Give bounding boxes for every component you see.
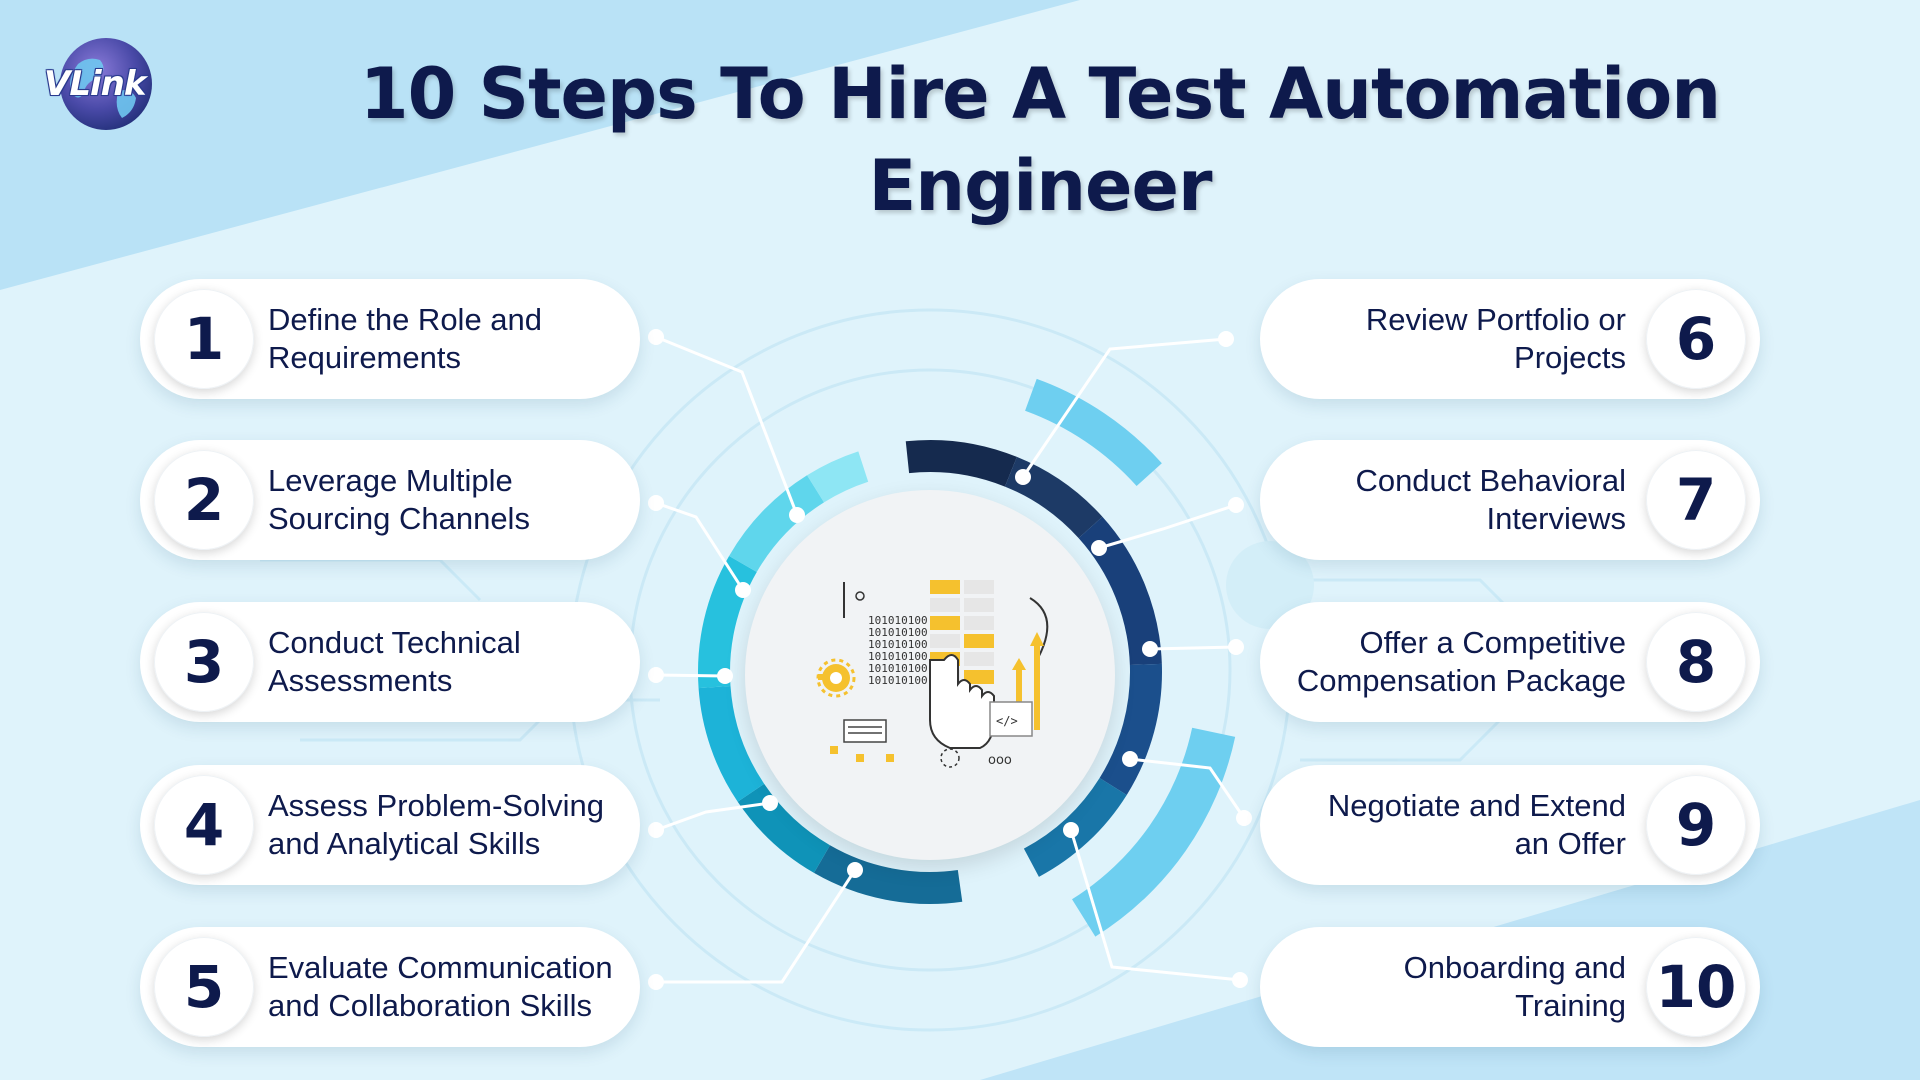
dots-icon: ooo [988,753,1012,768]
step-label-3: Conduct Technical Assessments [268,625,521,698]
loading-icon [940,748,960,768]
binary-code: 101010100 101010100 101010100 101010100 … [868,614,928,687]
ring-segment-8 [698,685,765,802]
step-label-2: Leverage Multiple Sourcing Channels [268,463,530,536]
hand-pointer-icon [929,654,995,749]
curved-arrow-icon [1029,597,1049,659]
step-number-6: 6 [1646,289,1746,389]
step-number-2: 2 [154,450,254,550]
code-window-icon [989,701,1033,737]
svg-text:101010100: 101010100 [868,650,928,663]
step-card-2: 2 Leverage Multiple Sourcing Channels [140,440,640,560]
svg-text:101010100: 101010100 [868,638,928,651]
step-number-4: 4 [154,775,254,875]
ring-segment-10 [729,475,825,572]
ring-segment-11 [807,451,869,503]
step-card-9: Negotiate and Extend an Offer 9 [1260,765,1760,885]
step-label-7: Conduct Behavioral Interviews [1355,463,1626,536]
step-card-6: Review Portfolio or Projects 6 [1260,279,1760,399]
step-label-6: Review Portfolio or Projects [1365,302,1626,375]
step-number-7: 7 [1646,450,1746,550]
keyboard-icon [843,719,887,743]
step-number-8: 8 [1646,612,1746,712]
step-card-5: 5 Evaluate Communication and Collaborati… [140,927,640,1047]
step-card-10: Onboarding and Training 10 [1260,927,1760,1047]
step-card-8: Offer a Competitive Compensation Package… [1260,602,1760,722]
step-number-1: 1 [154,289,254,389]
step-label-9: Negotiate and Extend an Offer [1327,788,1626,861]
step-card-4: 4 Assess Problem-Solving and Analytical … [140,765,640,885]
step-number-5: 5 [154,937,254,1037]
step-label-1: Define the Role and Requirements [268,302,543,375]
vlink-logo [60,38,152,130]
ring-outer-arc-top [1025,378,1162,486]
step-card-1: 1 Define the Role and Requirements [140,279,640,399]
ring-segment-1 [905,440,1017,487]
logo-text: VLink [44,64,146,104]
step-card-7: Conduct Behavioral Interviews 7 [1260,440,1760,560]
target-icon [855,591,865,601]
svg-text:</>: </> [996,714,1018,728]
svg-text:101010100: 101010100 [868,626,928,639]
step-label-10: Onboarding and Training [1403,950,1626,1023]
step-label-8: Offer a Competitive Compensation Package [1296,625,1626,698]
svg-text:101010100: 101010100 [868,614,928,627]
step-number-9: 9 [1646,775,1746,875]
page-title: 10 Steps To Hire A Test Automation Engin… [359,53,1721,227]
step-number-10: 10 [1646,937,1746,1037]
step-label-4: Assess Problem-Solving and Analytical Sk… [268,788,604,861]
background-gear [1226,541,1314,629]
background-band-top [0,0,1080,290]
growth-arrows-icon [1012,632,1044,730]
svg-text:101010100: 101010100 [868,674,928,687]
automation-illustration: 101010100 101010100 101010100 101010100 … [816,580,1049,768]
svg-text:101010100: 101010100 [868,662,928,675]
ring-segment-4 [1099,663,1162,795]
step-label-5: Evaluate Communication and Collaboration… [268,950,613,1023]
step-number-3: 3 [154,612,254,712]
step-card-3: 3 Conduct Technical Assessments [140,602,640,722]
